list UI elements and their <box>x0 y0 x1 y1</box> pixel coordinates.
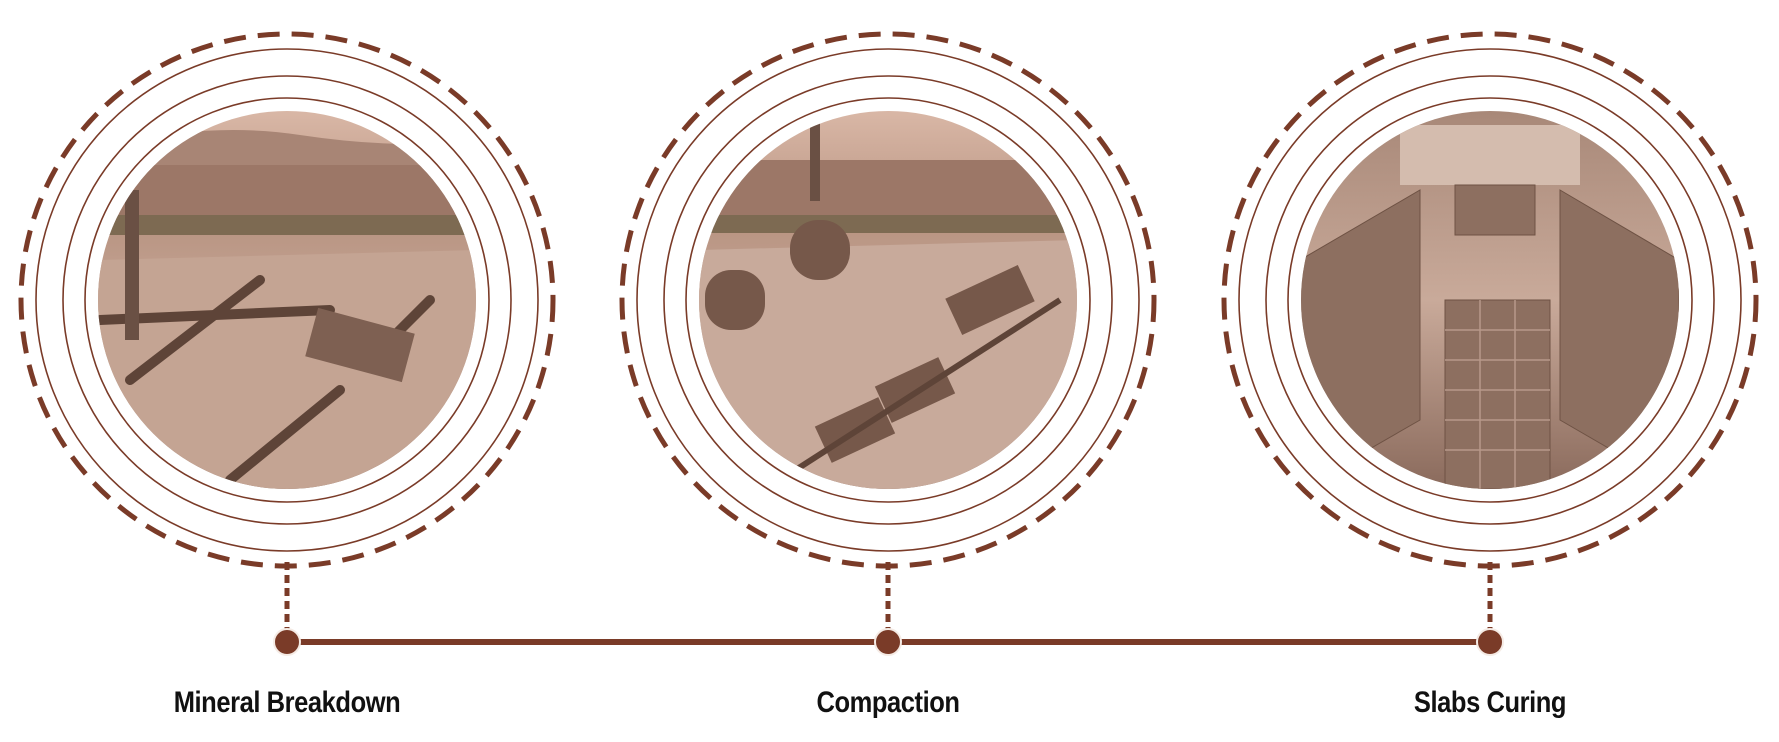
step-mineral-breakdown <box>18 31 556 656</box>
timeline-node[interactable] <box>874 628 902 656</box>
crushing-plant-photo <box>98 111 476 489</box>
timeline-node[interactable] <box>273 628 301 656</box>
slab-curing-photo <box>1301 111 1679 489</box>
ring <box>84 97 490 503</box>
ring <box>685 97 1091 503</box>
ring <box>62 75 512 525</box>
step-slabs-curing <box>1221 31 1759 656</box>
ring <box>1287 97 1693 503</box>
timeline-node[interactable] <box>1476 628 1504 656</box>
step-label-slabs-curing: Slabs Curing <box>1413 686 1567 719</box>
ring <box>663 75 1113 525</box>
step-label-compaction: Compaction <box>816 686 960 719</box>
ring <box>1238 48 1742 552</box>
step-label-mineral-breakdown: Mineral Breakdown <box>173 686 401 719</box>
ring <box>1265 75 1715 525</box>
ring <box>636 48 1140 552</box>
ring <box>35 48 539 552</box>
step-compaction <box>619 31 1157 656</box>
compaction-line-photo <box>699 111 1077 489</box>
